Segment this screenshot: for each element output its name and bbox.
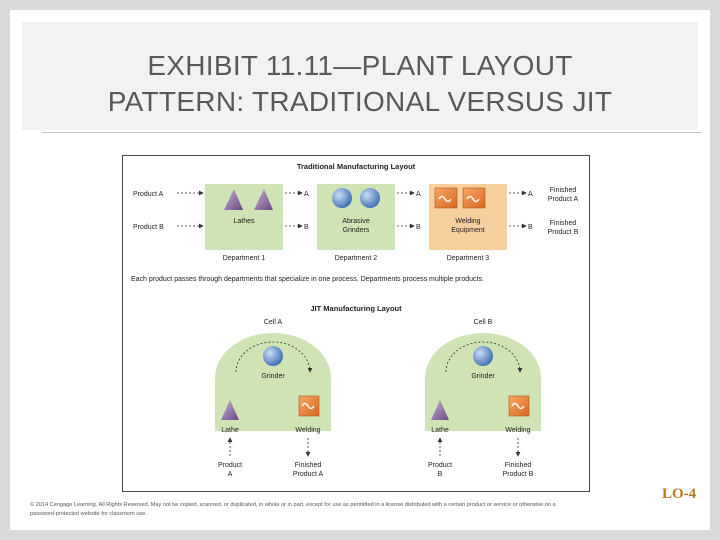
title-rule bbox=[42, 132, 702, 133]
jit-heading: JIT Manufacturing Layout bbox=[310, 304, 402, 313]
marker-a-3: A bbox=[528, 191, 533, 198]
exhibit-figure: Traditional Manufacturing Layout Product… bbox=[122, 155, 590, 492]
lathe-icon bbox=[431, 400, 449, 420]
grinder-icon bbox=[473, 346, 493, 366]
finished-a-line-1: Finished bbox=[550, 187, 577, 194]
finished-b-line-1: Finished bbox=[550, 220, 577, 227]
lathe-icon bbox=[254, 189, 273, 210]
cell-b-product-word: Product bbox=[428, 462, 452, 469]
cell-b-product-letter: B bbox=[438, 471, 443, 478]
learning-objective-tag: LO-4 bbox=[662, 486, 697, 502]
department-2-panel bbox=[317, 184, 395, 250]
cell-b-welding-label: Welding bbox=[505, 427, 530, 434]
marker-b-1: B bbox=[304, 224, 309, 231]
trad-product-a-label: Product A bbox=[133, 191, 164, 198]
marker-a-2: A bbox=[416, 191, 421, 198]
cell-a-product-letter: A bbox=[228, 471, 233, 478]
department-1-panel bbox=[205, 184, 283, 250]
department-3-label: Department 3 bbox=[447, 255, 490, 262]
department-1-label: Department 1 bbox=[223, 255, 266, 262]
cell-a-finished-product: Product A bbox=[293, 471, 324, 478]
traditional-heading: Traditional Manufacturing Layout bbox=[297, 162, 416, 171]
finished-a-line-2: Product A bbox=[548, 196, 579, 203]
copyright-footer: © 2014 Cengage Learning. All Rights Rese… bbox=[30, 501, 690, 519]
title-band: EXHIBIT 11.11—PLANT LAYOUT PATTERN: TRAD… bbox=[22, 22, 702, 133]
footer-line-1: © 2014 Cengage Learning. All Rights Rese… bbox=[30, 502, 556, 508]
trad-product-b-label: Product B bbox=[133, 224, 164, 231]
welding-label-line-1: Welding bbox=[455, 218, 480, 225]
footer-line-2: password-protected website for classroom… bbox=[30, 511, 147, 517]
cell-b-finished-word: Finished bbox=[505, 462, 532, 469]
marker-b-2: B bbox=[416, 224, 421, 231]
lathes-label: Lathes bbox=[233, 218, 255, 225]
traditional-note: Each product passes through departments … bbox=[131, 276, 484, 283]
cell-b-lathe-label: Lathe bbox=[431, 427, 449, 434]
slide: EXHIBIT 11.11—PLANT LAYOUT PATTERN: TRAD… bbox=[10, 10, 710, 530]
grinder-icon bbox=[263, 346, 283, 366]
welding-icon bbox=[508, 395, 530, 417]
cell-a-label: Cell A bbox=[264, 319, 283, 326]
welding-label-line-2: Equipment bbox=[451, 227, 485, 234]
cell-b-label: Cell B bbox=[474, 319, 493, 326]
title-line-2: PATTERN: TRADITIONAL VERSUS JIT bbox=[107, 86, 613, 117]
grinder-icon bbox=[332, 188, 352, 208]
cell-a-finished-word: Finished bbox=[295, 462, 322, 469]
abrasive-label-line-2: Grinders bbox=[343, 227, 370, 234]
department-2-label: Department 2 bbox=[335, 255, 378, 262]
layout-diagram: Traditional Manufacturing Layout Product… bbox=[131, 162, 579, 478]
cell-a-grinder-label: Grinder bbox=[261, 373, 285, 380]
marker-b-3: B bbox=[528, 224, 533, 231]
title-line-1: EXHIBIT 11.11—PLANT LAYOUT bbox=[147, 50, 573, 81]
cell-b-grinder-label: Grinder bbox=[471, 373, 495, 380]
cell-a-product-word: Product bbox=[218, 462, 242, 469]
finished-b-line-2: Product B bbox=[548, 229, 579, 236]
cell-a-welding-label: Welding bbox=[295, 427, 320, 434]
welding-icon bbox=[434, 187, 458, 209]
grinder-icon bbox=[360, 188, 380, 208]
cell-a-lathe-label: Lathe bbox=[221, 427, 239, 434]
abrasive-label-line-1: Abrasive bbox=[342, 218, 369, 225]
slide-title: EXHIBIT 11.11—PLANT LAYOUT PATTERN: TRAD… bbox=[22, 48, 698, 120]
lathe-icon bbox=[221, 400, 239, 420]
cell-b-flow-arc bbox=[445, 341, 523, 373]
lathe-icon bbox=[224, 189, 243, 210]
marker-a-1: A bbox=[304, 191, 309, 198]
cell-b-finished-product: Product B bbox=[503, 471, 534, 478]
welding-icon bbox=[298, 395, 320, 417]
cell-a-flow-arc bbox=[235, 341, 313, 373]
welding-icon bbox=[462, 187, 486, 209]
